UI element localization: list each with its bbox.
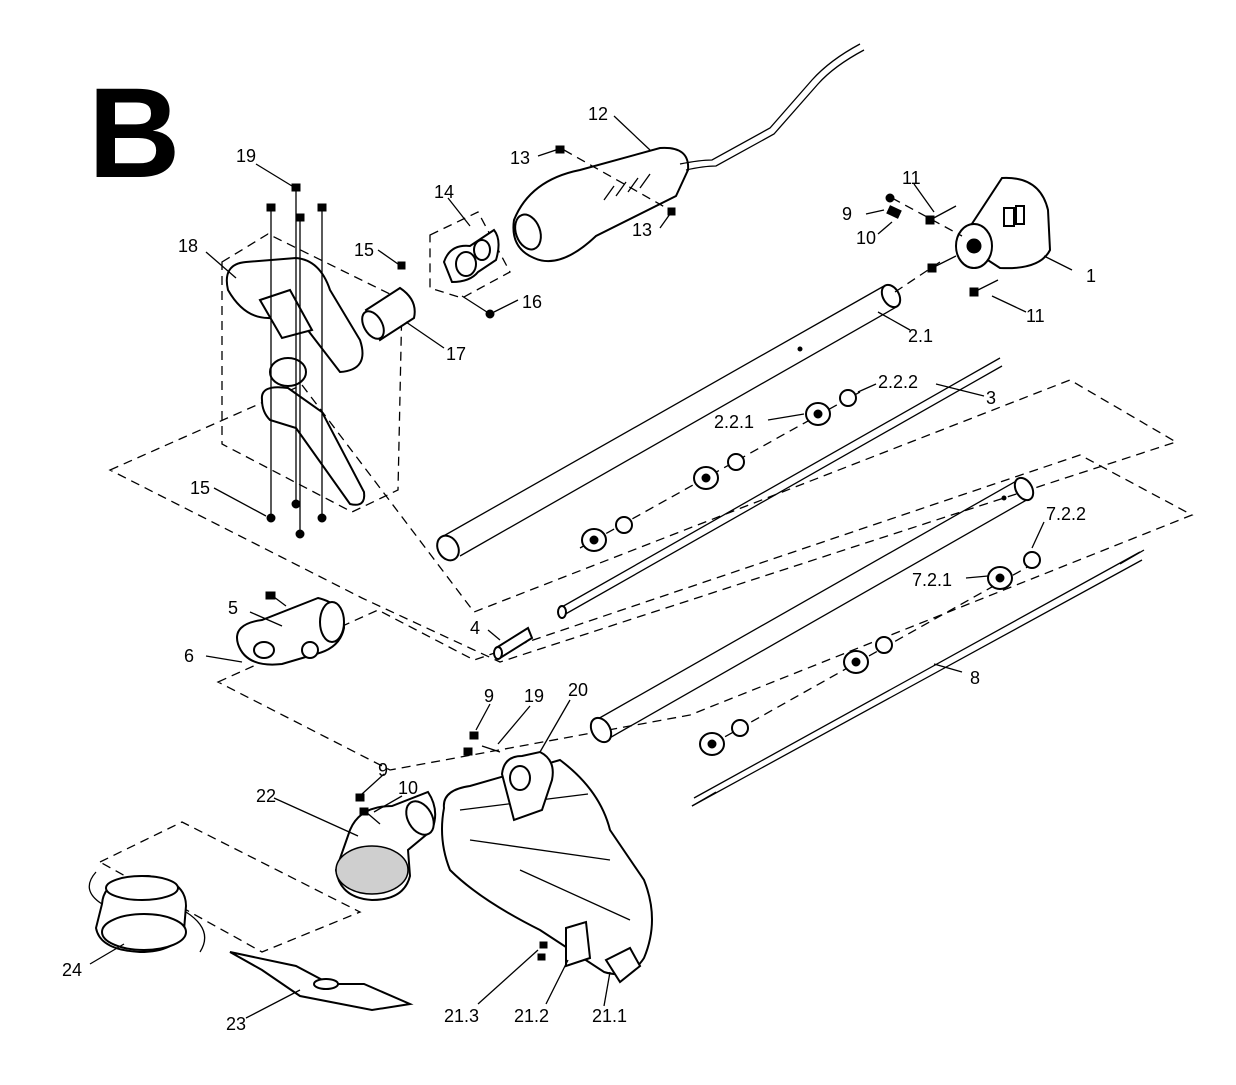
callout-label: 21.1 (592, 1006, 627, 1026)
callout-labels: 1 2.1 2.2.1 2.2.2 3 4 5 6 7.2.1 7.2.2 8 … (62, 104, 1096, 1034)
callout-label: 21.3 (444, 1006, 479, 1026)
handle-assembly-outline (221, 233, 403, 513)
callout-label: 4 (470, 618, 480, 638)
handle-bolts (266, 183, 327, 539)
upper-shaft-tube (436, 283, 902, 562)
lower-shaft-bushings (699, 551, 1041, 756)
grass-guard (441, 750, 653, 984)
callout-label: 6 (184, 646, 194, 666)
gear-head-screws (355, 793, 381, 825)
callout-label: 1 (1086, 266, 1096, 286)
loop-handle (225, 256, 366, 506)
callout-label: 22 (256, 786, 276, 806)
callout-label: 2.2.1 (714, 412, 754, 432)
callout-label: 10 (856, 228, 876, 248)
callout-label: 7.2.2 (1046, 504, 1086, 524)
cutting-blade (229, 951, 414, 1012)
callout-label: 24 (62, 960, 82, 980)
section-letter: B (88, 62, 181, 205)
trimmer-head (88, 871, 206, 954)
upper-drive-shaft (557, 357, 1003, 619)
callout-label: 18 (178, 236, 198, 256)
throttle-clamp (442, 228, 500, 284)
callout-label: 17 (446, 344, 466, 364)
callout-label: 16 (522, 292, 542, 312)
callout-label: 14 (434, 182, 454, 202)
clamp-screws (397, 261, 495, 319)
callout-label: 13 (632, 220, 652, 240)
callout-label: 12 (588, 104, 608, 124)
callout-label: 19 (524, 686, 544, 706)
clutch-housing (955, 176, 1052, 270)
callout-label: 2.2.2 (878, 372, 918, 392)
throttle-handle (512, 43, 865, 263)
callout-label: 21.2 (514, 1006, 549, 1026)
handle-spacer-tube (361, 286, 416, 342)
shaft-connector-sleeve (493, 626, 534, 660)
lower-drive-shaft (691, 549, 1145, 807)
callout-label: 9 (484, 686, 494, 706)
callout-label: 9 (378, 760, 388, 780)
callout-label: 11 (902, 168, 921, 188)
callout-label: 8 (970, 668, 980, 688)
callout-label: 23 (226, 1014, 246, 1034)
throttle-screws (555, 145, 676, 216)
callout-label: 10 (398, 778, 418, 798)
callout-label: 5 (228, 598, 238, 618)
callout-label: 13 (510, 148, 530, 168)
upper-shaft-bushings (579, 389, 861, 552)
callout-label: 2.1 (908, 326, 933, 346)
callout-label: 15 (190, 478, 210, 498)
clamp-assembly-outline (429, 211, 511, 299)
callout-label: 11 (1026, 306, 1045, 326)
shaft-coupler (236, 591, 346, 666)
lower-shaft-tube (589, 476, 1035, 744)
lower-shaft-boundary (216, 454, 1194, 771)
callout-label: 9 (842, 204, 852, 224)
callout-label: 15 (354, 240, 374, 260)
callout-label: 7.2.1 (912, 570, 952, 590)
callout-label: 20 (568, 680, 588, 700)
callout-label: 19 (236, 146, 256, 166)
upper-shaft-boundary (108, 379, 1178, 663)
callout-label: 3 (986, 388, 996, 408)
leader-lines (89, 115, 1073, 1019)
head-assembly-outline (98, 821, 362, 953)
gear-head (334, 790, 437, 902)
guard-screws (463, 731, 548, 961)
housing-screws (885, 193, 999, 297)
